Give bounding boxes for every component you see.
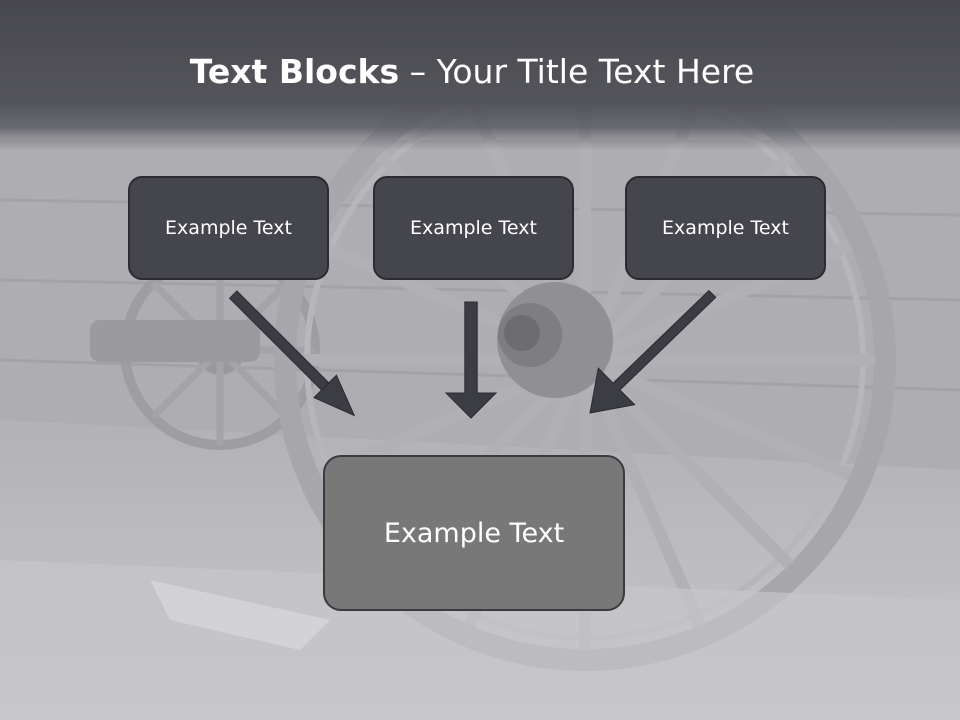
text-block-label: Example Text — [410, 217, 537, 239]
title-rest-part: – Your Title Text Here — [399, 52, 755, 91]
text-block-label: Example Text — [165, 217, 292, 239]
arrow-left-icon — [228, 290, 356, 417]
arrow-middle-icon — [444, 301, 498, 419]
text-block-top-right: Example Text — [625, 176, 826, 280]
arrow-right-icon — [589, 289, 717, 414]
text-block-label: Example Text — [383, 517, 565, 549]
slide-title: Text Blocks – Your Title Text Here — [0, 52, 944, 91]
text-block-label: Example Text — [662, 217, 789, 239]
text-block-top-left: Example Text — [128, 176, 329, 280]
text-block-bottom: Example Text — [323, 455, 625, 611]
title-bold-part: Text Blocks — [189, 52, 400, 91]
text-block-top-middle: Example Text — [373, 176, 574, 280]
title-band — [0, 0, 960, 150]
